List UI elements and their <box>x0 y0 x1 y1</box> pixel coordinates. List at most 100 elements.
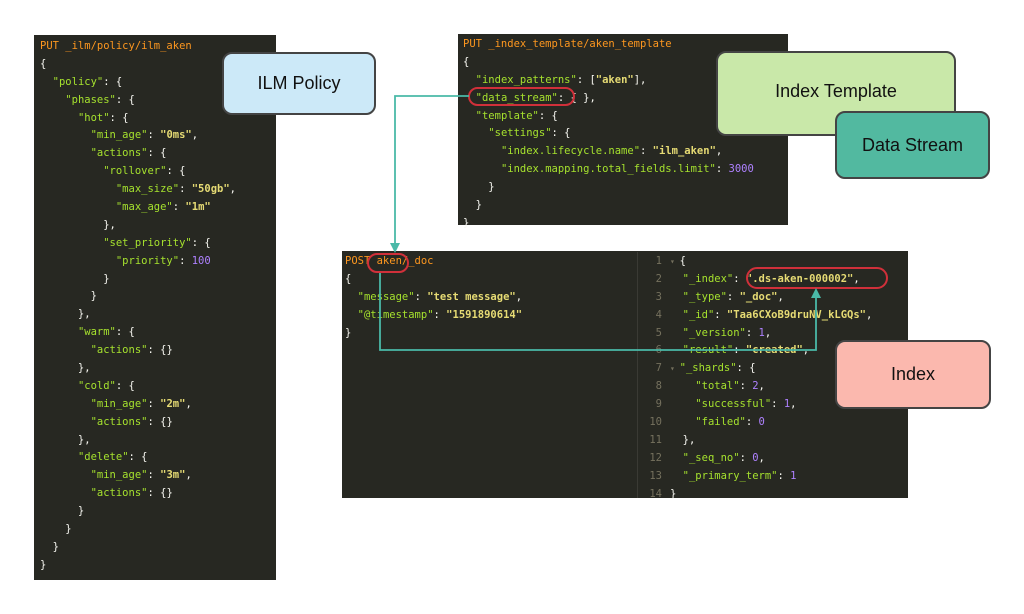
code-token: 3000 <box>728 163 754 176</box>
code-token: }, <box>40 362 91 375</box>
code-token <box>463 127 488 139</box>
code-token: "1m" <box>185 201 211 214</box>
code-token <box>670 452 683 464</box>
response-code-line: 3 "_type": "_doc", <box>640 289 872 307</box>
code-token <box>670 380 695 392</box>
code-token: "created" <box>745 344 803 357</box>
code-token: : { <box>736 362 756 375</box>
code-token <box>670 327 683 339</box>
code-token: : <box>147 129 161 142</box>
code-token: "0ms" <box>160 129 192 142</box>
ilm-code-line: }, <box>40 432 236 450</box>
response-code-line: 8 "total": 2, <box>640 378 872 396</box>
code-token: : { <box>551 127 571 140</box>
ilm-code-line: PUT _ilm/policy/ilm_aken <box>40 38 236 56</box>
code-token: "result" <box>682 344 734 357</box>
code-token <box>40 112 78 124</box>
code-token: } <box>40 505 85 518</box>
code-token <box>40 237 103 249</box>
index-label: Index <box>890 364 936 384</box>
code-token: , <box>777 290 784 303</box>
code-token <box>40 76 53 88</box>
line-number: 9 <box>655 398 662 411</box>
ilm-code-line: "priority": 100 <box>40 253 236 271</box>
ilm-policy-label-box: ILM Policy <box>222 52 376 115</box>
code-token: "actions" <box>90 487 148 500</box>
code-token <box>40 165 103 177</box>
index-label-box: Index <box>835 340 991 409</box>
code-token: "_index" <box>682 272 734 285</box>
code-token: , <box>764 326 772 339</box>
code-token: , <box>715 145 723 158</box>
code-token: , <box>790 398 797 411</box>
code-token: : <box>733 344 746 357</box>
ilm-code-line: "max_age": "1m" <box>40 199 236 217</box>
code-token: : <box>739 451 753 464</box>
code-token: "_type" <box>682 290 727 303</box>
code-token: "hot" <box>77 111 110 124</box>
ilm-code-line: "actions": { <box>40 145 236 163</box>
code-token: : { <box>115 326 135 339</box>
code-token <box>40 416 91 428</box>
template-code-line: "template": { <box>463 108 754 126</box>
code-token: : <box>733 272 746 285</box>
ilm-code-line: "min_age": "2m", <box>40 396 236 414</box>
code-token: "_shards" <box>679 362 737 375</box>
ilm-policy-code: PUT _ilm/policy/ilm_aken{ "policy": { "p… <box>40 38 236 575</box>
code-token <box>345 291 358 303</box>
code-token: , <box>758 451 765 464</box>
code-token: : { <box>115 93 135 106</box>
line-number: 8 <box>655 380 662 393</box>
code-token: "2m" <box>160 397 186 410</box>
code-token: "settings" <box>488 127 552 140</box>
ilm-code-line: }, <box>40 306 236 324</box>
index-template-label: Index Template <box>775 81 897 101</box>
code-token: "warm" <box>77 326 116 339</box>
ilm-code-line: { <box>40 56 236 74</box>
template-code-line: PUT _index_template/aken_template <box>463 36 754 54</box>
line-number: 1 <box>655 255 662 267</box>
code-token: "test message" <box>427 290 516 303</box>
code-token: "min_age" <box>90 129 148 142</box>
code-token: "actions" <box>90 344 148 357</box>
code-token <box>670 416 695 428</box>
ilm-code-line: } <box>40 288 236 306</box>
code-token: } <box>670 487 677 500</box>
ilm-code-line: } <box>40 503 236 521</box>
template-code-line: } <box>463 215 754 233</box>
code-token: "max_age" <box>115 201 173 214</box>
code-token: "ilm_aken" <box>652 145 716 158</box>
code-token: "@timestamp" <box>357 308 434 321</box>
code-token: : {} <box>147 487 173 500</box>
response-code-line: 4 "_id": "Taa6CXoB9druNV_kLGQs", <box>640 307 873 325</box>
line-number: 13 <box>649 469 662 482</box>
ilm-code-line: "actions": {} <box>40 414 236 432</box>
code-token: } <box>463 216 470 229</box>
code-token <box>40 398 91 410</box>
code-token <box>40 487 91 499</box>
code-token: 0 <box>758 416 765 429</box>
ilm-code-line: "set_priority": { <box>40 235 236 253</box>
code-token: : <box>414 290 428 303</box>
response-code-line: 5 "_version": 1, <box>640 325 872 343</box>
line-number: 3 <box>655 290 662 303</box>
code-token: "delete" <box>77 451 129 464</box>
data-stream-label-box: Data Stream <box>835 111 990 179</box>
code-token: "index.lifecycle.name" <box>500 145 641 158</box>
ilm-policy-panel: PUT _ilm/policy/ilm_aken{ "policy": { "p… <box>34 35 276 580</box>
code-token <box>40 451 78 463</box>
code-token: : { <box>191 236 211 249</box>
code-token: : { <box>109 111 129 124</box>
code-token: "phases" <box>65 93 116 106</box>
code-token: { <box>40 57 47 70</box>
code-token: : <box>640 145 653 158</box>
code-token: , <box>229 183 236 196</box>
code-token <box>670 398 695 410</box>
response-code-line: 9 "successful": 1, <box>640 396 872 414</box>
code-token: : <box>745 326 759 339</box>
ilm-code-line: "hot": { <box>40 110 236 128</box>
code-token: "total" <box>695 380 740 393</box>
line-number: 6 <box>655 344 662 357</box>
response-code-line: 14} <box>640 486 872 504</box>
template-code-line: } <box>463 197 754 215</box>
